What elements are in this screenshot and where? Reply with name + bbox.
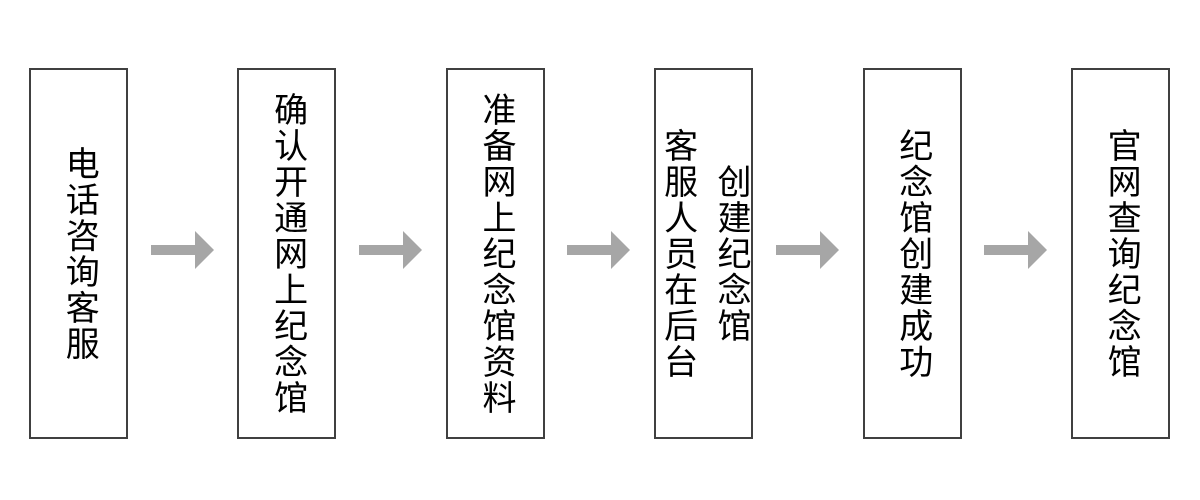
right-arrow-icon — [359, 231, 423, 269]
step-label: 官网查询纪念馆 — [1102, 127, 1141, 380]
step-label-column-2: 创建纪念馆 — [712, 163, 751, 344]
flow-step-backend-create: 客服人员在后台 创建纪念馆 — [654, 68, 754, 439]
flow-step-website-query: 官网查询纪念馆 — [1070, 68, 1170, 439]
step-label-column-1: 客服人员在后台 — [658, 127, 697, 380]
step-label: 确认开通网上纪念馆 — [268, 91, 307, 416]
right-arrow-icon — [150, 231, 214, 269]
right-arrow-icon — [567, 231, 631, 269]
flow-step-create-success: 纪念馆创建成功 — [862, 68, 962, 439]
right-arrow-icon — [984, 231, 1048, 269]
flow-step-confirm-open: 确认开通网上纪念馆 — [237, 68, 337, 439]
flow-step-prepare-materials: 准备网上纪念馆资料 — [445, 68, 545, 439]
step-label: 纪念馆创建成功 — [893, 127, 932, 380]
right-arrow-icon — [775, 231, 839, 269]
step-label: 电话咨询客服 — [60, 145, 99, 362]
flow-step-phone-consult: 电话咨询客服 — [29, 68, 128, 439]
step-label: 准备网上纪念馆资料 — [476, 91, 515, 416]
